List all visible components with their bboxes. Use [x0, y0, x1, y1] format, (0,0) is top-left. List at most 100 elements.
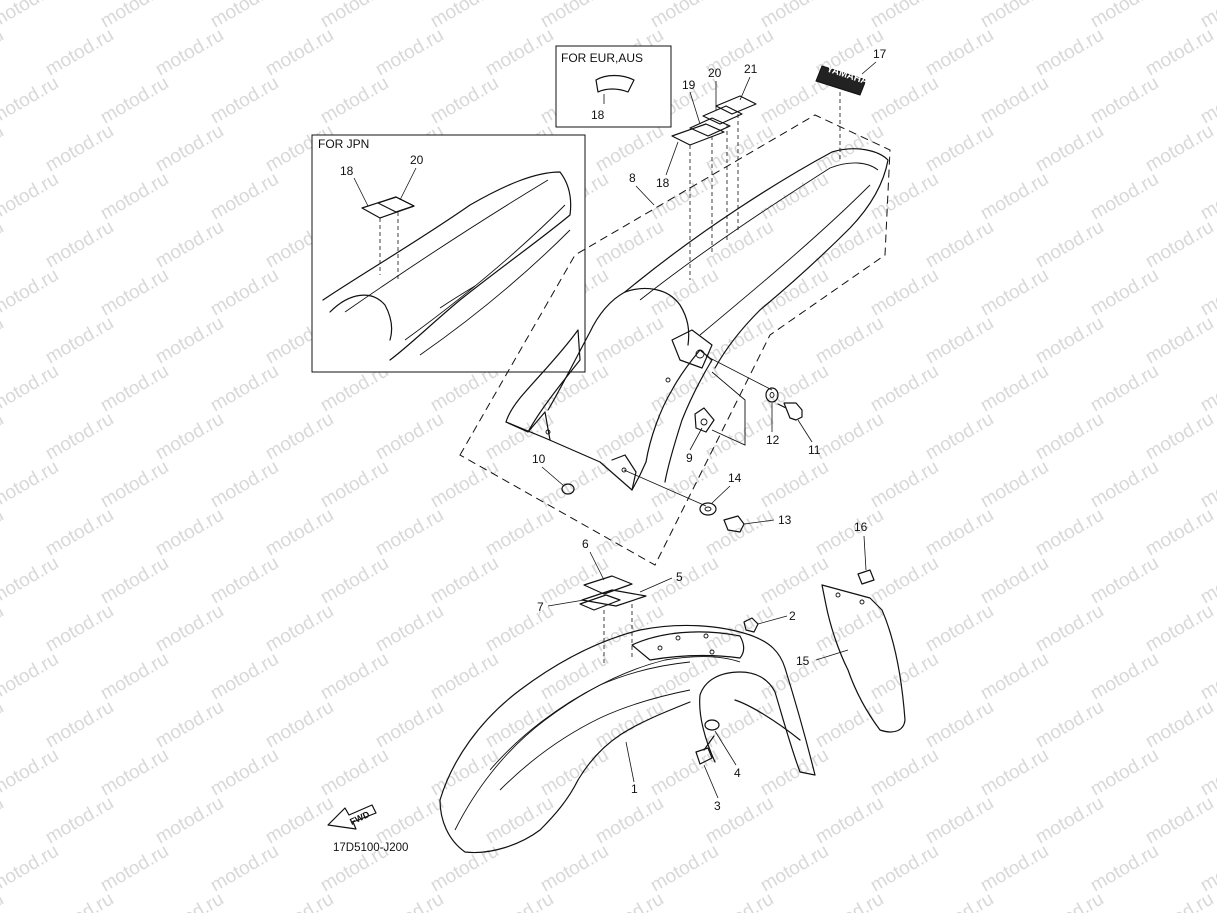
- fork-guard: [821, 569, 906, 733]
- watermark-text: motod.ru: [592, 217, 667, 273]
- watermark-text: motod.ru: [372, 793, 447, 849]
- watermark-text: motod.ru: [207, 745, 282, 801]
- watermark-text: motod.ru: [1197, 841, 1217, 897]
- leader-line: [797, 419, 813, 443]
- watermark-text: motod.ru: [0, 553, 62, 609]
- watermark-text: motod.ru: [757, 265, 832, 321]
- watermark-text: motod.ru: [0, 25, 7, 81]
- watermark-text: motod.ru: [0, 457, 62, 513]
- watermark-text: motod.ru: [1032, 409, 1107, 465]
- callout-16: 16: [854, 520, 868, 534]
- inset-title: FOR EUR,AUS: [561, 51, 643, 65]
- watermark-text: motod.ru: [702, 121, 777, 177]
- watermark-text: motod.ru: [812, 889, 887, 913]
- decal-7: [579, 594, 621, 611]
- callout-17: 17: [873, 47, 887, 61]
- nut-clip-9: [694, 407, 715, 433]
- front-fender-ridge: [499, 689, 691, 791]
- rear-fender-bracket: [527, 411, 551, 441]
- fwd-label: FWD: [348, 809, 371, 827]
- watermark-text: motod.ru: [922, 697, 997, 753]
- watermark-text: motod.ru: [922, 217, 997, 273]
- watermark-text: motod.ru: [317, 553, 392, 609]
- leader-line: [399, 167, 417, 201]
- watermark-text: motod.ru: [812, 601, 887, 657]
- watermark-text: motod.ru: [0, 793, 7, 849]
- leader-line: [541, 466, 565, 487]
- bolt-shank: [777, 403, 787, 409]
- assembly-boundary-8: [459, 114, 891, 566]
- watermark-text: motod.ru: [757, 169, 832, 225]
- leader-line: [703, 764, 719, 799]
- washer-hole: [769, 392, 775, 398]
- watermark-text: motod.ru: [867, 745, 942, 801]
- watermark-text: motod.ru: [317, 649, 392, 705]
- watermark-text: motod.ru: [867, 553, 942, 609]
- watermark-text: motod.ru: [152, 313, 227, 369]
- callout-12: 12: [766, 433, 780, 447]
- callout-9: 9: [686, 451, 693, 465]
- nut-hole: [700, 418, 708, 426]
- watermark-text: motod.ru: [867, 265, 942, 321]
- leader-line: [743, 519, 775, 525]
- watermark-text: motod.ru: [977, 649, 1052, 705]
- fork-guard-15: [821, 584, 906, 733]
- watermark-text: motod.ru: [427, 457, 502, 513]
- watermark-text: motod.ru: [1197, 553, 1217, 609]
- watermark-text: motod.ru: [207, 169, 282, 225]
- watermark-text: motod.ru: [0, 0, 62, 32]
- watermark-text: motod.ru: [757, 841, 832, 897]
- diagram-code: 17D5100-J200: [333, 842, 408, 854]
- mount-hole: [703, 633, 709, 639]
- front-decals: [579, 575, 647, 665]
- rear-fender-top: [624, 148, 889, 369]
- watermark-text: motod.ru: [1197, 649, 1217, 705]
- watermark-text: motod.ru: [537, 649, 612, 705]
- watermark-text: motod.ru: [97, 745, 172, 801]
- watermark-text: motod.ru: [482, 25, 557, 81]
- watermark-text: motod.ru: [372, 601, 447, 657]
- decal-19: [689, 117, 731, 137]
- leader-line: [589, 551, 605, 581]
- leader-line: [635, 185, 655, 206]
- watermark-text: motod.ru: [482, 889, 557, 913]
- leader-line: [863, 535, 867, 571]
- leader-line: [861, 61, 877, 75]
- watermark-text: motod.ru: [592, 793, 667, 849]
- leader-line: [757, 615, 788, 625]
- watermark-text: motod.ru: [812, 505, 887, 561]
- watermark-text: motod.ru: [1087, 745, 1162, 801]
- watermark-text: motod.ru: [97, 361, 172, 417]
- leader-line: [547, 599, 585, 607]
- watermark-text: motod.ru: [592, 601, 667, 657]
- watermark-text: motod.ru: [427, 841, 502, 897]
- watermark-text: motod.ru: [97, 457, 172, 513]
- inset-fender-outline: [322, 171, 572, 361]
- watermark-text: motod.ru: [0, 265, 62, 321]
- callout-11: 11: [808, 443, 821, 457]
- watermark-text: motod.ru: [97, 553, 172, 609]
- watermark-text: motod.ru: [317, 73, 392, 129]
- inset-frame: [555, 45, 672, 128]
- callout-18: 18: [656, 176, 670, 190]
- callout-20: 20: [410, 153, 424, 167]
- mount-hole: [657, 645, 663, 651]
- watermark-text: motod.ru: [1142, 25, 1217, 81]
- callout-21: 21: [744, 62, 758, 76]
- bolt-13: [723, 515, 745, 533]
- callout-8: 8: [629, 171, 636, 185]
- watermark-text: motod.ru: [977, 841, 1052, 897]
- watermark-text: motod.ru: [0, 169, 62, 225]
- watermark-text: motod.ru: [1197, 169, 1217, 225]
- watermark-text: motod.ru: [482, 601, 557, 657]
- rear-fender-panel: [711, 371, 746, 446]
- leader-line: [739, 76, 751, 101]
- watermark-text: motod.ru: [0, 73, 62, 129]
- front-fender-outline: [439, 624, 816, 801]
- front-fender-lower: [439, 701, 691, 854]
- leader-line: [689, 91, 701, 125]
- watermark-text: motod.ru: [372, 409, 447, 465]
- rear-fender-ridge: [639, 162, 879, 301]
